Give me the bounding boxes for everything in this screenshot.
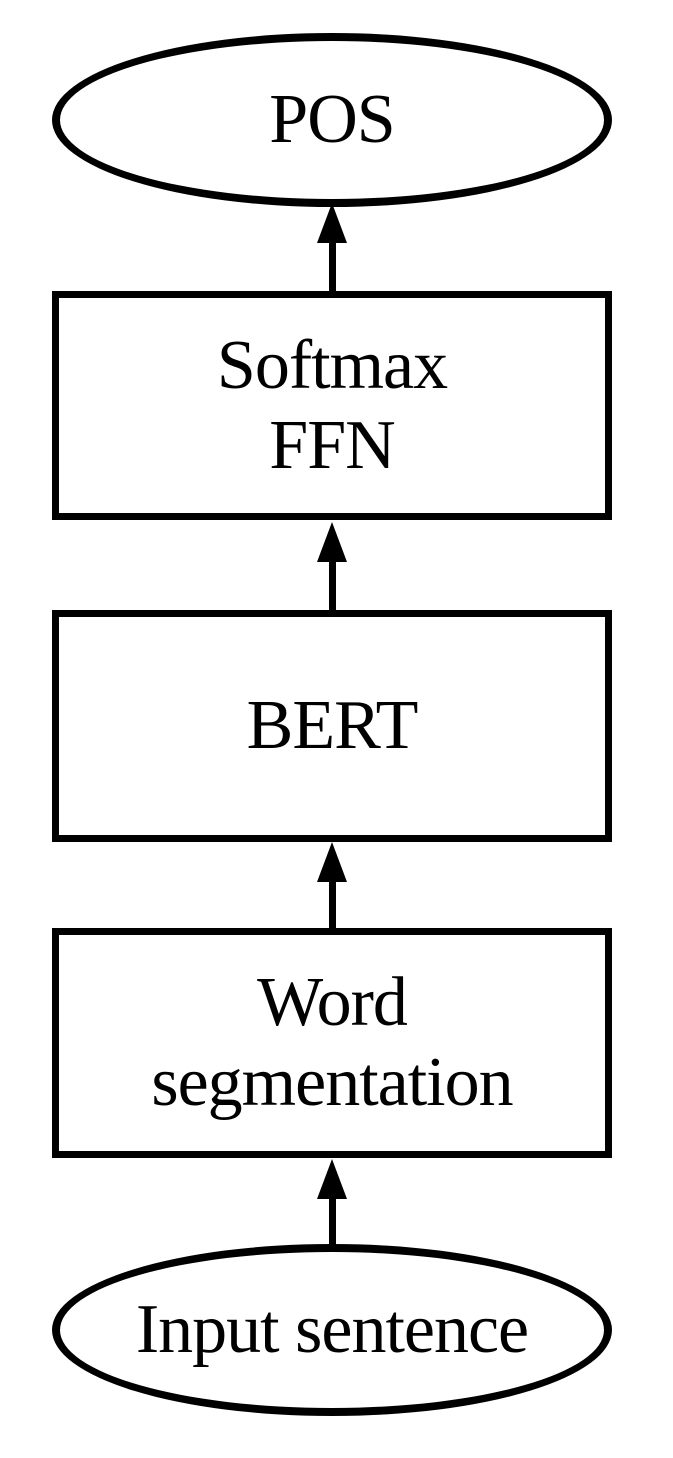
arrow-stem bbox=[328, 562, 336, 610]
arrow-up-head-icon bbox=[317, 1159, 347, 1199]
arrow-softmax-to-pos bbox=[315, 203, 349, 291]
arrow-up-head-icon bbox=[317, 522, 347, 562]
node-bert-label: BERT bbox=[246, 687, 419, 764]
node-word-segmentation-label: Word segmentation bbox=[151, 964, 513, 1121]
node-word-segmentation: Word segmentation bbox=[52, 928, 612, 1158]
arrow-bert-to-softmax bbox=[315, 522, 349, 610]
arrow-stem bbox=[328, 1199, 336, 1247]
arrow-up-head-icon bbox=[317, 203, 347, 243]
arrow-stem bbox=[328, 882, 336, 928]
node-input-sentence-label: Input sentence bbox=[135, 1291, 529, 1368]
arrow-wordseg-to-bert bbox=[315, 842, 349, 928]
node-pos-label: POS bbox=[269, 81, 395, 158]
node-bert: BERT bbox=[52, 610, 612, 842]
node-softmax-ffn-label: Softmax FFN bbox=[216, 326, 448, 484]
arrow-stem bbox=[328, 243, 336, 291]
arrow-input-to-wordseg bbox=[315, 1159, 349, 1247]
node-softmax-ffn: Softmax FFN bbox=[52, 291, 612, 520]
node-pos: POS bbox=[52, 33, 612, 207]
arrow-up-head-icon bbox=[317, 842, 347, 882]
node-input-sentence: Input sentence bbox=[52, 1244, 612, 1416]
